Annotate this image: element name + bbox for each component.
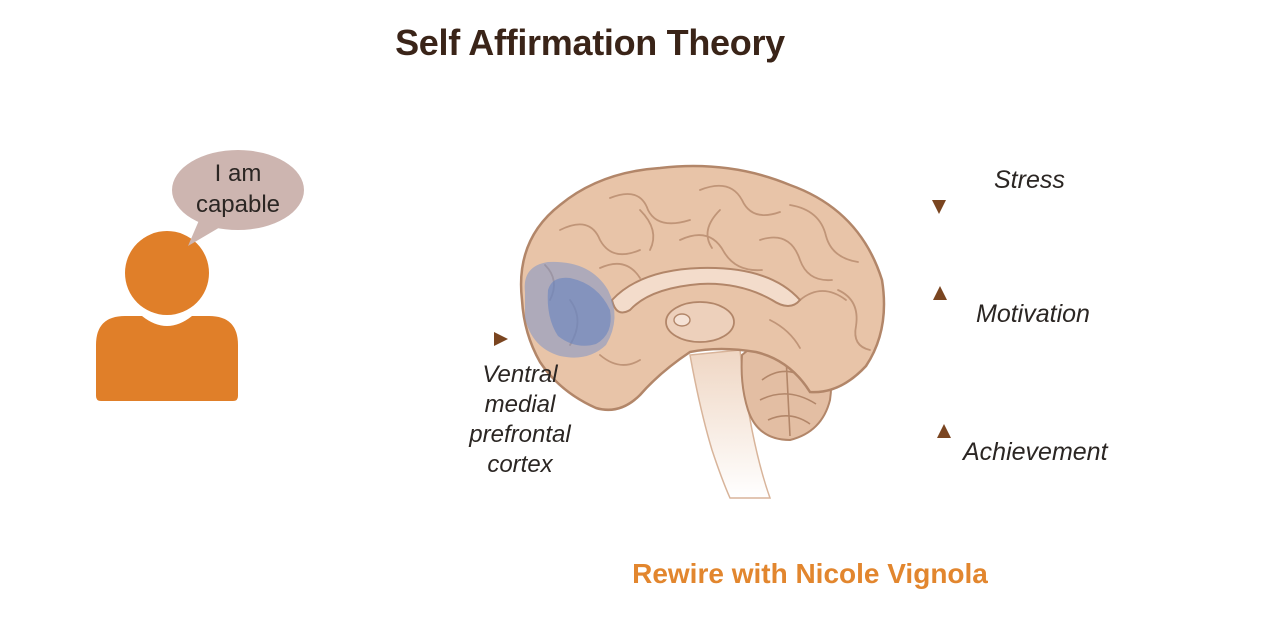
region-line-3: prefrontal [469,421,571,448]
speech-line-2: capable [195,191,281,218]
effect-label-stress: Stress [994,166,1065,194]
region-line-1: Ventral [482,361,558,388]
footer-credit: Rewire with Nicole Vignola [632,558,988,589]
brain-region-label: Ventral medial prefrontal cortex [440,360,600,480]
effect-label-achievement: Achievement [963,438,1108,466]
achievement-up-arrow [937,424,951,480]
region-line-2: medial [484,391,556,418]
effect-label-motivation: Motivation [976,300,1090,328]
speech-bubble-icon [172,150,304,246]
region-line-4: cortex [487,451,553,478]
arrow-to-brain [250,332,508,346]
speech-line-1: I am [214,160,262,187]
motivation-up-arrow [933,286,947,344]
stress-down-arrow [932,160,946,214]
speech-bubble-text: I am capable [176,158,300,220]
brain-sagittal-icon [519,164,886,499]
person-icon [96,231,238,401]
page-title: Self Affirmation Theory [395,22,785,63]
